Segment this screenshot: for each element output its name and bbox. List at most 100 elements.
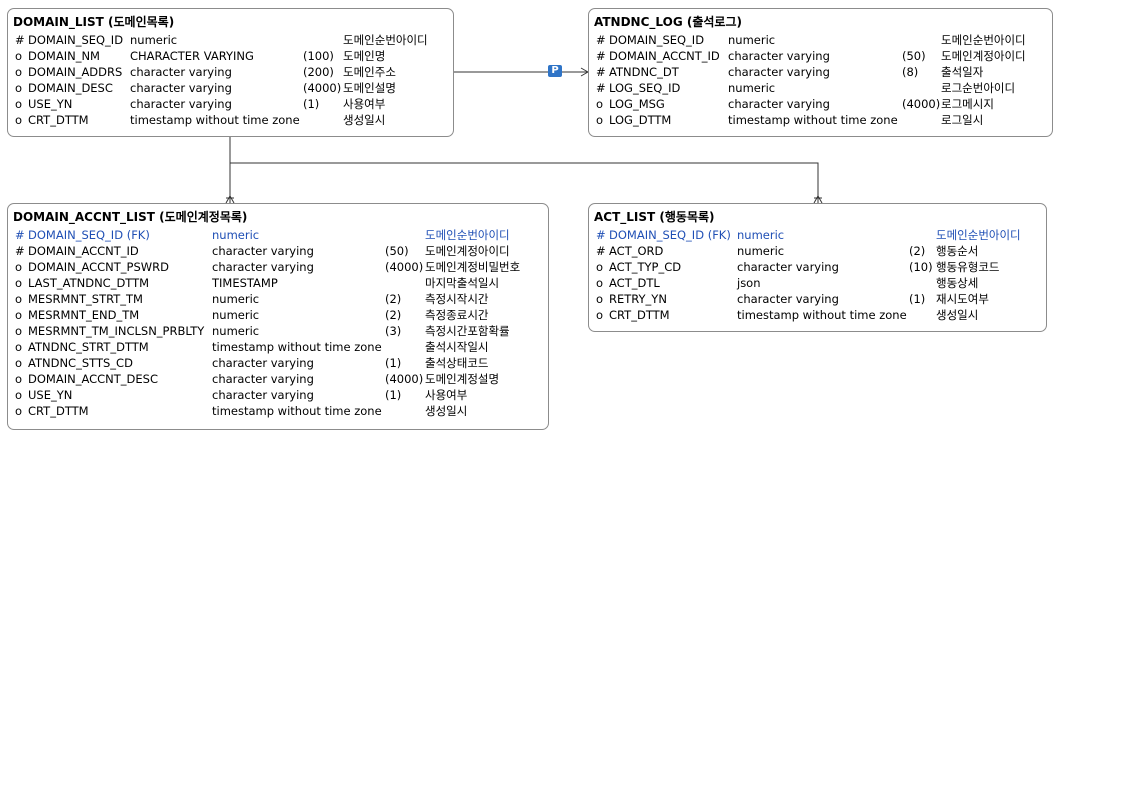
column-name: RETRY_YN (609, 292, 667, 306)
column-comment: 재시도여부 (936, 292, 989, 306)
column-type: timestamp without time zone (737, 308, 907, 322)
column-length: (1) (909, 292, 926, 306)
entity-physical-name: ACT_LIST (594, 210, 656, 224)
key-marker: o (15, 404, 23, 418)
column-length: (4000) (902, 97, 941, 111)
column-type: character varying (212, 244, 314, 258)
key-marker: o (15, 308, 23, 322)
column-type: timestamp without time zone (728, 113, 898, 127)
column-comment: 로그일시 (941, 113, 984, 127)
column-length: (4000) (303, 81, 342, 95)
column-type: numeric (212, 292, 260, 306)
identifying-relation-badge: P (548, 65, 562, 77)
column-name: DOMAIN_SEQ_ID (FK) (609, 228, 731, 242)
column-name: MESRMNT_TM_INCLSN_PRBLTY (28, 324, 205, 338)
entity-physical-name: DOMAIN_ACCNT_LIST (13, 210, 155, 224)
column-type: CHARACTER VARYING (130, 49, 254, 63)
key-marker: # (596, 65, 606, 79)
entity-title: DOMAIN_ACCNT_LIST (도메인계정목록) (13, 208, 247, 225)
column-type: timestamp without time zone (130, 113, 300, 127)
key-marker: # (15, 33, 25, 47)
column-type: numeric (728, 81, 776, 95)
key-marker: o (15, 372, 23, 386)
column-comment: 측정시간포함확률 (425, 324, 510, 338)
column-name: LOG_MSG (609, 97, 665, 111)
column-length: (100) (303, 49, 334, 63)
column-name: ATNDNC_DT (609, 65, 679, 79)
column-comment: 도메인계정비밀번호 (425, 260, 521, 274)
column-length: (2) (909, 244, 926, 258)
column-name: DOMAIN_NM (28, 49, 100, 63)
key-marker: o (596, 308, 604, 322)
key-marker: o (596, 97, 604, 111)
column-name: CRT_DTTM (28, 404, 89, 418)
column-type: character varying (130, 97, 232, 111)
column-type: character varying (737, 260, 839, 274)
column-type: numeric (728, 33, 776, 47)
column-comment: 출석시작일시 (425, 340, 489, 354)
column-length: (1) (385, 388, 402, 402)
column-name: DOMAIN_SEQ_ID (FK) (28, 228, 150, 242)
column-type: character varying (130, 81, 232, 95)
column-comment: 마지막출석일시 (425, 276, 500, 290)
column-type: timestamp without time zone (212, 404, 382, 418)
column-length: (200) (303, 65, 334, 79)
column-length: (50) (902, 49, 926, 63)
column-name: LAST_ATNDNC_DTTM (28, 276, 150, 290)
column-name: LOG_DTTM (609, 113, 672, 127)
entity-logical-name: (도메인계정목록) (159, 210, 248, 224)
column-comment: 사용여부 (425, 388, 468, 402)
column-type: character varying (728, 97, 830, 111)
key-marker: o (15, 276, 23, 290)
column-name: DOMAIN_ADDRS (28, 65, 123, 79)
column-type: numeric (130, 33, 178, 47)
column-type: character varying (728, 65, 830, 79)
entity-logical-name: (행동목록) (659, 210, 715, 224)
column-comment: 도메인순번아이디 (941, 33, 1026, 47)
column-name: ACT_ORD (609, 244, 664, 258)
key-marker: o (15, 340, 23, 354)
column-comment: 측정시작시간 (425, 292, 489, 306)
column-name: LOG_SEQ_ID (609, 81, 681, 95)
key-marker: o (15, 324, 23, 338)
column-comment: 로그순번아이디 (941, 81, 1016, 95)
column-comment: 행동유형코드 (936, 260, 1000, 274)
column-comment: 행동상세 (936, 276, 979, 290)
column-name: DOMAIN_DESC (28, 81, 113, 95)
column-comment: 생성일시 (936, 308, 979, 322)
column-type: character varying (212, 356, 314, 370)
column-type: numeric (212, 228, 260, 242)
entity-title: ACT_LIST (행동목록) (594, 208, 715, 225)
column-name: CRT_DTTM (28, 113, 89, 127)
column-comment: 도메인순번아이디 (343, 33, 428, 47)
column-type: character varying (130, 65, 232, 79)
column-comment: 도메인계정설명 (425, 372, 500, 386)
key-marker: o (15, 113, 23, 127)
column-length: (10) (909, 260, 933, 274)
key-marker: o (15, 97, 23, 111)
column-comment: 도메인순번아이디 (936, 228, 1021, 242)
key-marker: # (596, 81, 606, 95)
column-length: (3) (385, 324, 402, 338)
entity-act-list[interactable]: ACT_LIST (행동목록) #DOMAIN_SEQ_ID (FK)numer… (588, 203, 1047, 332)
column-name: CRT_DTTM (609, 308, 670, 322)
column-name: ACT_DTL (609, 276, 660, 290)
column-type: character varying (737, 292, 839, 306)
key-marker: o (15, 81, 23, 95)
column-comment: 도메인계정아이디 (425, 244, 510, 258)
entity-domain-accnt-list[interactable]: DOMAIN_ACCNT_LIST (도메인계정목록) #DOMAIN_SEQ_… (7, 203, 549, 430)
column-name: ATNDNC_STRT_DTTM (28, 340, 149, 354)
key-marker: o (15, 260, 23, 274)
column-comment: 출석일자 (941, 65, 984, 79)
column-name: DOMAIN_ACCNT_DESC (28, 372, 158, 386)
column-length: (1) (385, 356, 402, 370)
column-name: DOMAIN_ACCNT_PSWRD (28, 260, 169, 274)
key-marker: o (15, 65, 23, 79)
column-name: DOMAIN_SEQ_ID (28, 33, 124, 47)
column-type: character varying (212, 388, 314, 402)
column-type: character varying (728, 49, 830, 63)
column-type: numeric (737, 244, 785, 258)
